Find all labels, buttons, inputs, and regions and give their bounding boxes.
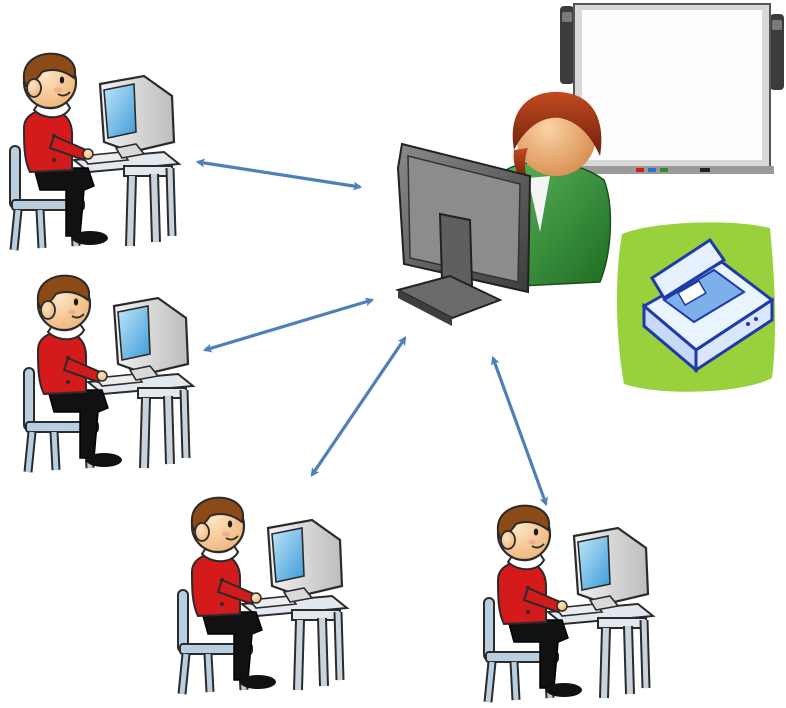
desktop-computer-icon [395,142,532,326]
student-workstation-icon [484,506,653,702]
whiteboard-icon [560,3,784,174]
teacher-figure [504,91,612,287]
scanner-icon [616,222,776,392]
student-workstation-icon [24,276,193,472]
student-workstation-icon [10,54,179,250]
student-workstation-icon [178,498,347,694]
